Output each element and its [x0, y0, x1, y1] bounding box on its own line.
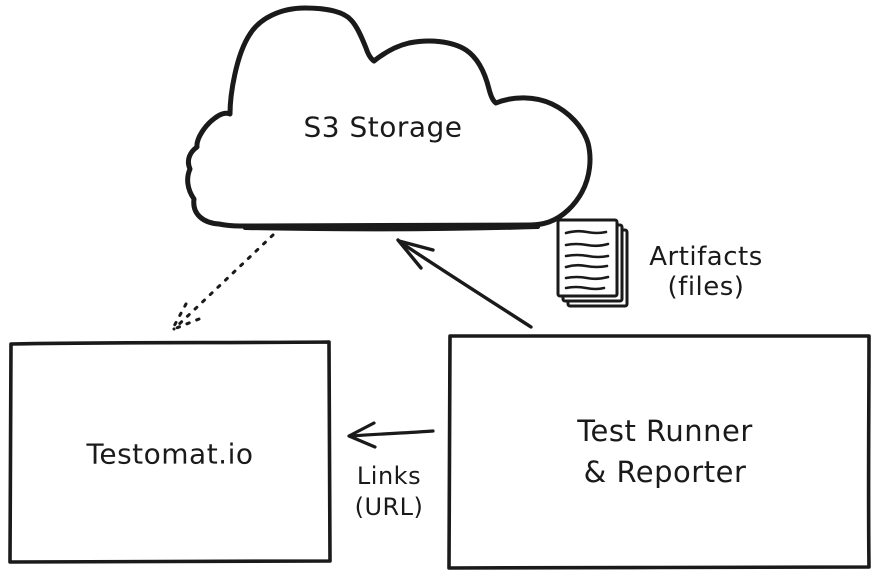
artifacts-arrow — [398, 240, 533, 329]
testomat-label: Testomat.io — [86, 437, 254, 471]
test-runner-box — [447, 334, 871, 570]
document-text-lines — [564, 229, 610, 291]
test-runner-label-line2: & Reporter — [583, 455, 747, 489]
dotted-arrow-s3-to-testomat — [172, 233, 275, 331]
test-runner-label: Test Runner & Reporter — [577, 411, 753, 493]
dotted-arrowhead — [171, 302, 201, 331]
test-runner-label-line1: Test Runner — [577, 414, 753, 448]
testomat-box — [8, 340, 332, 564]
artifacts-label-line1: Artifacts — [649, 242, 763, 272]
links-label-line2: (URL) — [354, 493, 424, 521]
links-label-line1: Links — [356, 462, 422, 490]
artifacts-label-line2: (files) — [667, 272, 745, 302]
cloud-bottom-stroke — [243, 225, 540, 232]
artifacts-arrowhead — [396, 238, 435, 270]
links-arrowhead — [347, 421, 377, 449]
links-label: Links (URL) — [355, 461, 424, 523]
documents-icon — [556, 218, 629, 308]
cloud-shape — [185, 5, 593, 229]
artifacts-label: Artifacts (files) — [649, 242, 763, 302]
s3-storage-label: S3 Storage — [303, 110, 463, 144]
links-arrow — [350, 429, 435, 438]
